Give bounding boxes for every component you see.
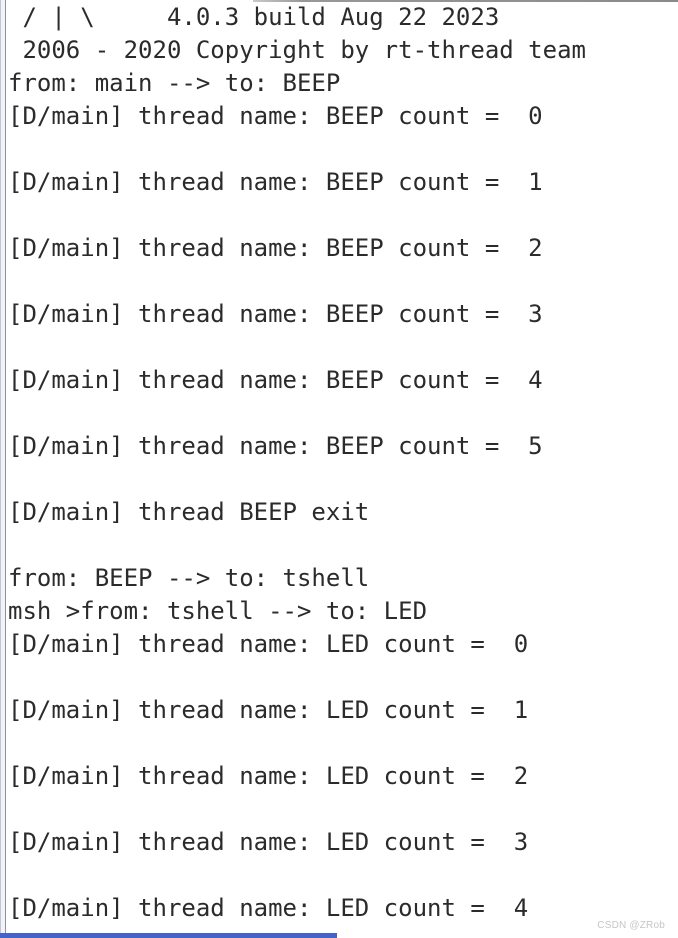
terminal-line: msh >from: tshell --> to: LED — [8, 597, 428, 625]
terminal-line: [D/main] thread name: LED count = 2 — [8, 762, 529, 790]
window-left-border-outer — [0, 0, 1, 938]
terminal-line — [8, 133, 678, 166]
window-top-border — [253, 0, 678, 2]
terminal-output[interactable]: / | \ 4.0.3 build Aug 22 2023 2006 - 202… — [8, 1, 678, 925]
terminal-line — [8, 199, 678, 232]
watermark-label: CSDN @ZRob — [597, 920, 665, 931]
terminal-line — [8, 793, 678, 826]
window-left-border-fill — [1, 0, 5, 938]
terminal-line — [8, 331, 678, 364]
terminal-line: [D/main] thread name: BEEP count = 5 — [8, 432, 543, 460]
terminal-line: [D/main] thread name: BEEP count = 2 — [8, 234, 543, 262]
terminal-line: [D/main] thread name: BEEP count = 4 — [8, 366, 543, 394]
terminal-line: [D/main] thread name: BEEP count = 3 — [8, 300, 543, 328]
terminal-line: from: main --> to: BEEP — [8, 69, 341, 97]
terminal-line — [8, 463, 678, 496]
terminal-line: [D/main] thread name: LED count = 1 — [8, 696, 529, 724]
window-left-border-inner — [5, 0, 6, 938]
terminal-line — [8, 529, 678, 562]
bottom-selection-bar — [0, 933, 337, 938]
terminal-line — [8, 661, 678, 694]
terminal-line: 2006 - 2020 Copyright by rt-thread team — [8, 36, 586, 64]
terminal-line: [D/main] thread name: LED count = 3 — [8, 828, 529, 856]
terminal-line — [8, 265, 678, 298]
terminal-line: [D/main] thread BEEP exit — [8, 498, 370, 526]
terminal-line — [8, 727, 678, 760]
terminal-line: [D/main] thread name: LED count = 4 — [8, 894, 529, 922]
terminal-line: [D/main] thread name: BEEP count = 1 — [8, 168, 543, 196]
terminal-line: [D/main] thread name: LED count = 0 — [8, 630, 529, 658]
terminal-line: / | \ 4.0.3 build Aug 22 2023 — [8, 3, 500, 31]
terminal-line — [8, 397, 678, 430]
terminal-line: [D/main] thread name: BEEP count = 0 — [8, 102, 543, 130]
terminal-line: from: BEEP --> to: tshell — [8, 564, 370, 592]
terminal-line — [8, 859, 678, 892]
